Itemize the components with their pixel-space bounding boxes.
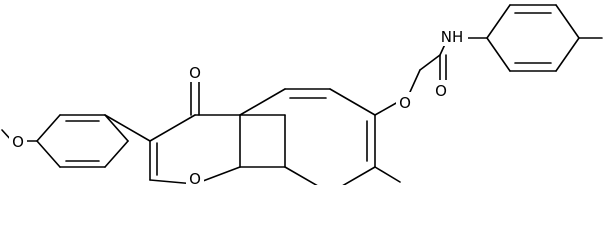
bond (149, 114, 196, 142)
methoxy-oxygen-label: O (12, 133, 24, 151)
bond (409, 69, 421, 93)
amide-nitrogen-label: NH (441, 28, 464, 46)
ether-oxygen-label: O (399, 94, 411, 112)
bond (36, 140, 61, 168)
bond (486, 37, 511, 72)
atom-label-bg (186, 62, 204, 82)
carbonyl-oxygen-label: O (189, 64, 201, 82)
atom-label-bg (9, 131, 27, 151)
bond (555, 37, 580, 72)
atom-label-bg (432, 80, 450, 100)
bond (104, 114, 151, 142)
amide-oxygen-label: O (435, 82, 447, 100)
ring-oxygen-label: O (189, 170, 201, 185)
atom-label-bg (186, 170, 204, 185)
atom-labels: O O O NH O O (9, 26, 468, 185)
bond (555, 4, 580, 39)
chemical-structure-diagram: O O O NH O O (1, 4, 603, 185)
bond (342, 166, 376, 185)
bond (284, 166, 318, 185)
atom-label-bg (396, 92, 414, 112)
bond (374, 166, 401, 183)
molecule-svg: O O O NH O O (1, 4, 603, 185)
bond-lines (1, 4, 603, 185)
bond (36, 114, 61, 142)
bond (486, 4, 511, 39)
bond (329, 88, 376, 116)
atom-label-bg (436, 26, 468, 46)
bond (104, 140, 129, 168)
bond (374, 101, 399, 116)
bond (104, 114, 129, 142)
bond (419, 54, 441, 71)
bond (239, 88, 286, 116)
